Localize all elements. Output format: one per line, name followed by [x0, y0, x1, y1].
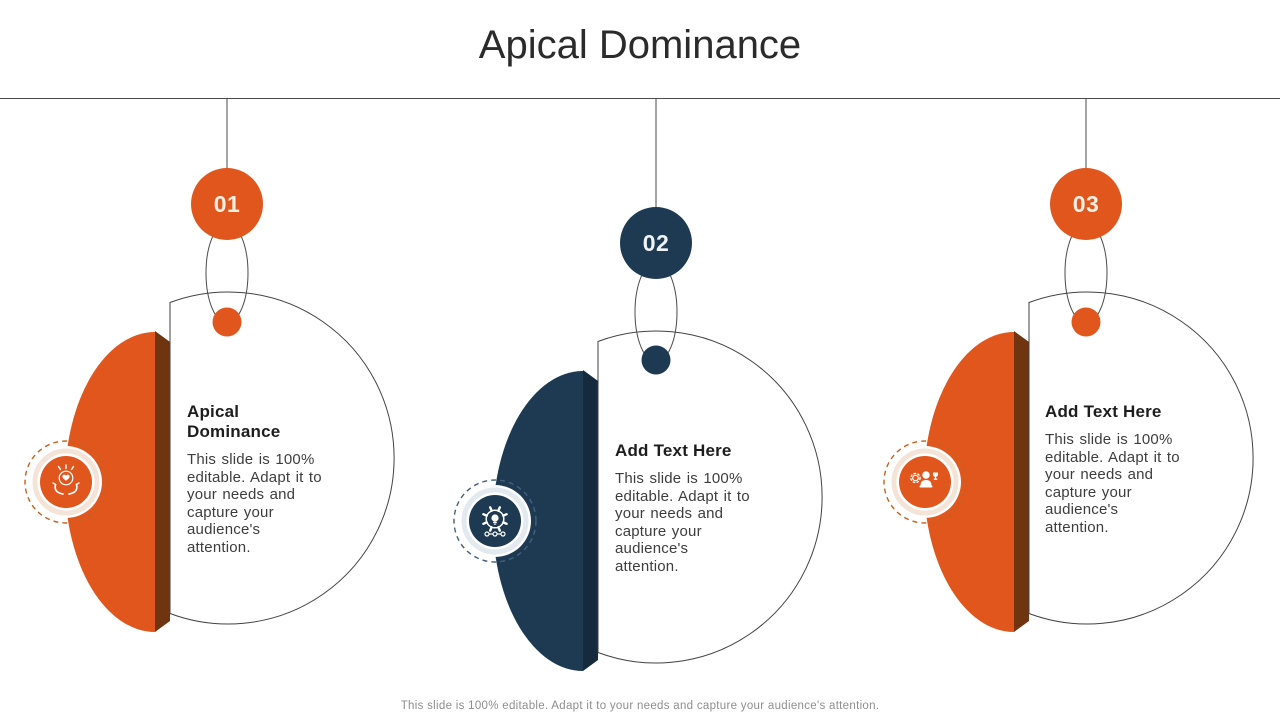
- hands-holding-heart-icon: [52, 464, 80, 495]
- half-disc: [65, 332, 155, 632]
- badge-dashed-ring: [453, 479, 537, 563]
- step-number-2-label: 02: [642, 229, 670, 256]
- badge-color-disc: [40, 456, 92, 508]
- hanger-dot: [1071, 307, 1101, 337]
- half-disc: [924, 332, 1014, 632]
- hanger-dot: [641, 345, 671, 375]
- card-3-body: This slide is 100% editable. Adapt it to…: [1045, 431, 1180, 536]
- person-gear-trophy-icon: [910, 471, 938, 488]
- disc-bevel: [1014, 331, 1029, 632]
- tag-circle: [1028, 291, 1254, 625]
- step-number-1-label: 01: [213, 190, 241, 217]
- gear-lightbulb-icon: [482, 506, 508, 537]
- card-1-text: Apical Dominance This slide is 100% edit…: [187, 402, 329, 556]
- step-number-3-label: 03: [1072, 190, 1100, 217]
- card-2-badge: [453, 479, 537, 563]
- badge-dashed-ring: [24, 440, 108, 524]
- badge-inner-ring: [461, 487, 529, 555]
- card-2-title: Add Text Here: [615, 441, 732, 460]
- badge-dashed-ring: [883, 440, 967, 524]
- card-2-graphic: [453, 99, 823, 671]
- tag-circle: [597, 330, 823, 664]
- step-number-2: 02: [620, 207, 692, 279]
- badge-inner-ring: [32, 448, 100, 516]
- footer-note: This slide is 100% editable. Adapt it to…: [400, 700, 880, 712]
- card-3-badge: [883, 440, 967, 524]
- header-divider: [0, 98, 1280, 99]
- badge-inner-ring: [891, 448, 959, 516]
- card-3-text: Add Text Here This slide is 100% editabl…: [1045, 402, 1187, 536]
- card-3-title: Add Text Here: [1045, 402, 1162, 421]
- card-3-graphic: [883, 99, 1254, 632]
- step-number-3: 03: [1050, 168, 1122, 240]
- card-2-text: Add Text Here This slide is 100% editabl…: [615, 441, 757, 575]
- card-1-title: Apical Dominance: [187, 402, 281, 441]
- hanger-dot: [212, 307, 242, 337]
- step-number-1: 01: [191, 168, 263, 240]
- card-2-body: This slide is 100% editable. Adapt it to…: [615, 470, 750, 575]
- card-1-body: This slide is 100% editable. Adapt it to…: [187, 451, 322, 556]
- disc-bevel: [583, 370, 598, 671]
- card-1-badge: [24, 440, 108, 524]
- half-disc: [493, 371, 583, 671]
- disc-bevel: [155, 331, 170, 632]
- card-1-graphic: [24, 99, 395, 632]
- slide-title: Apical Dominance: [478, 23, 802, 67]
- tag-circle: [169, 291, 395, 625]
